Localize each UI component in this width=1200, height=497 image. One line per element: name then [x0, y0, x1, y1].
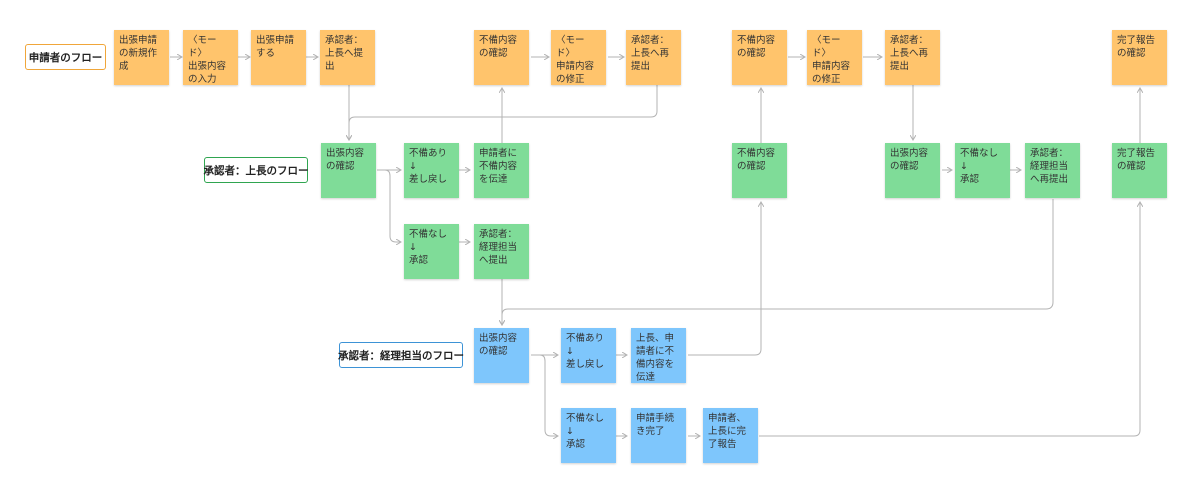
sticky-note: 承認者：経理担当へ提出 [474, 224, 529, 279]
sticky-note: 不備あり ↓ 差し戻し [404, 143, 459, 198]
sticky-note: 不備内容の確認 [732, 30, 787, 85]
sticky-note: 不備なし ↓ 承認 [955, 143, 1010, 198]
supervisor-lane-label: 承認者：上長のフロー [204, 157, 309, 183]
sticky-note: 出張内容の確認 [474, 328, 529, 383]
sticky-note: 承認者：上長へ再提出 [626, 30, 681, 85]
sticky-note: 不備内容の確認 [732, 143, 787, 198]
sticky-note: 出張申請する [251, 30, 306, 85]
sticky-note: 承認者：経理担当へ再提出 [1025, 143, 1080, 198]
sticky-note: 不備あり ↓ 差し戻し [561, 328, 616, 383]
sticky-note: 不備内容の確認 [474, 30, 529, 85]
connector [502, 199, 1054, 325]
sticky-note: 不備なし ↓ 承認 [404, 224, 459, 279]
sticky-note: 不備なし ↓ 承認 [561, 408, 616, 463]
connector [531, 354, 558, 436]
sticky-note: 〈モード〉 出張内容の入力 [183, 30, 238, 85]
connector [377, 169, 401, 242]
sticky-note: 申請者、上長に完了報告 [703, 408, 758, 463]
sticky-note: 申請者に不備内容を伝達 [474, 143, 529, 198]
applicant-lane-label: 申請者のフロー [25, 44, 106, 70]
sticky-note: 〈モード〉 申請内容の修正 [551, 30, 606, 85]
connector [759, 202, 1140, 437]
sticky-note: 申請手続き完了 [631, 408, 686, 463]
sticky-note: 〈モード〉 申請内容の修正 [807, 30, 862, 85]
sticky-note: 承認者：上長へ再提出 [885, 30, 940, 85]
sticky-note: 出張内容の確認 [321, 143, 376, 198]
sticky-note: 上長、申請者に不備内容を伝達 [631, 328, 686, 383]
connector [349, 85, 658, 140]
sticky-note: 出張内容の確認 [885, 143, 940, 198]
sticky-note: 完了報告の確認 [1112, 30, 1167, 85]
sticky-note: 出張申請の新規作成 [114, 30, 169, 85]
sticky-note: 完了報告の確認 [1112, 143, 1167, 198]
connector [688, 202, 761, 356]
accounting-lane-label: 承認者：経理担当のフロー [338, 342, 464, 368]
sticky-note: 承認者：上長へ提出 [320, 30, 375, 85]
